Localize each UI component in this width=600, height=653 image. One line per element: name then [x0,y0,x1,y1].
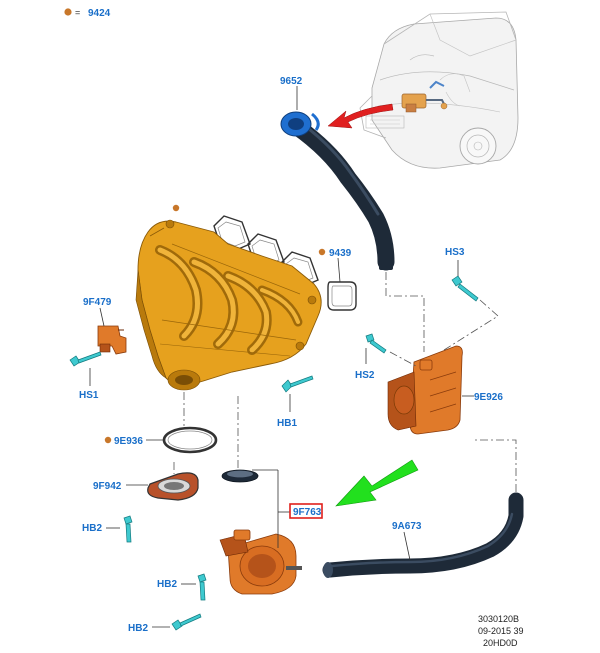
gasket-9f942 [147,472,199,501]
reference-block: 3030120B 09-2015 39 20HD0D [478,614,524,648]
bolt-hs2 [365,333,387,354]
label-9a673: 9A673 [392,521,422,532]
label-9f942: 9F942 [93,481,122,492]
reference-model: 20HD0D [483,638,518,648]
vehicle-overview [359,11,519,169]
seal-ring-9f763 [221,469,259,483]
label-hb1: HB1 [277,418,297,429]
legend-dot-icon [64,8,72,16]
upper-hose [280,111,395,271]
label-9439: 9439 [329,248,352,259]
throttle-body [219,529,302,595]
bolt-hs3 [451,275,479,302]
bolt-hb2-c [171,613,202,631]
label-9652: 9652 [280,76,303,87]
red-location-arrow-icon [327,103,394,129]
green-pointer-arrow-icon [335,459,419,507]
label-9e936: 9E936 [114,436,143,447]
bolt-hs1 [69,351,102,367]
intake-manifold [135,219,322,391]
label-9f479: 9F479 [83,297,112,308]
part-marker-dot-icon [104,436,112,444]
label-9e926: 9E926 [474,392,503,403]
label-hs3: HS3 [445,247,465,258]
lower-hose [322,492,524,578]
label-hs1: HS1 [79,390,99,401]
seal-9e936 [162,426,218,454]
bolt-hb1 [281,375,314,393]
label-hb2-b: HB2 [157,579,177,590]
legend-equals: = [75,8,80,18]
part-marker-dot-icon [318,248,326,256]
label-9f763: 9F763 [293,507,322,518]
bolt-hb2-a [123,515,133,543]
highlight-box [289,503,323,519]
legend: = 9424 [64,8,111,19]
legend-part: 9424 [88,8,111,19]
reference-code: 3030120B [478,614,519,624]
label-hb2-a: HB2 [82,523,102,534]
label-hb2-c: HB2 [128,623,148,634]
label-hs2: HS2 [355,370,375,381]
bolt-hb2-b [197,573,207,601]
reference-date: 09-2015 39 [478,626,524,636]
sensor-9f479 [97,325,127,355]
part-marker-dot-icon [172,204,180,212]
gasket-9439 [327,281,357,311]
module-9e926 [387,345,463,435]
